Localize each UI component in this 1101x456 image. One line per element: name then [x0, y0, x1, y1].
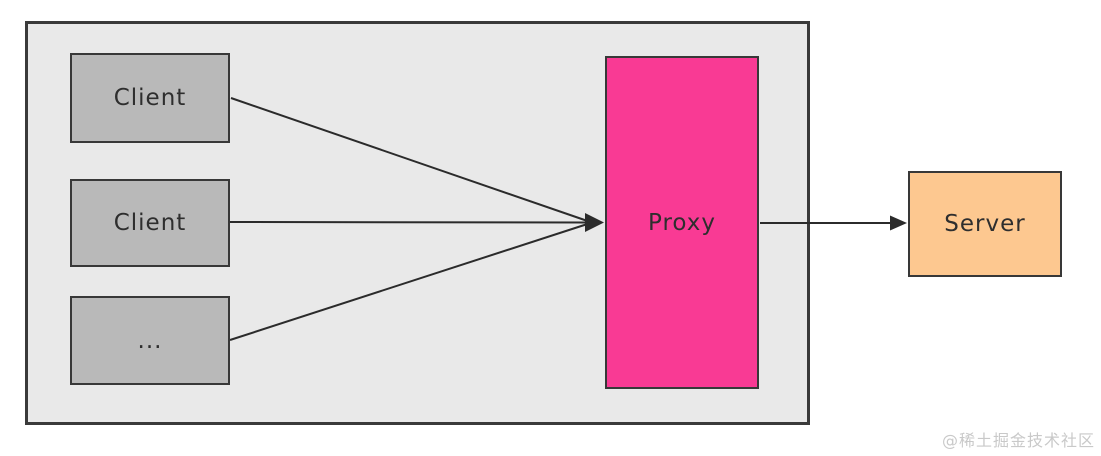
node-client-2-label: Client: [113, 210, 187, 236]
node-client-1-label: Client: [113, 85, 187, 111]
node-client-1: Client: [70, 53, 230, 143]
node-proxy-label: Proxy: [647, 209, 716, 236]
node-client-2: Client: [70, 179, 230, 267]
node-server: Server: [908, 171, 1062, 277]
node-proxy: Proxy: [605, 56, 759, 389]
watermark: @稀土掘金技术社区: [941, 431, 1095, 450]
arrowhead-into-server: [890, 215, 907, 231]
node-client-more-label: ...: [137, 327, 163, 354]
node-client-more: ...: [70, 296, 230, 385]
node-server-label: Server: [944, 211, 1026, 237]
